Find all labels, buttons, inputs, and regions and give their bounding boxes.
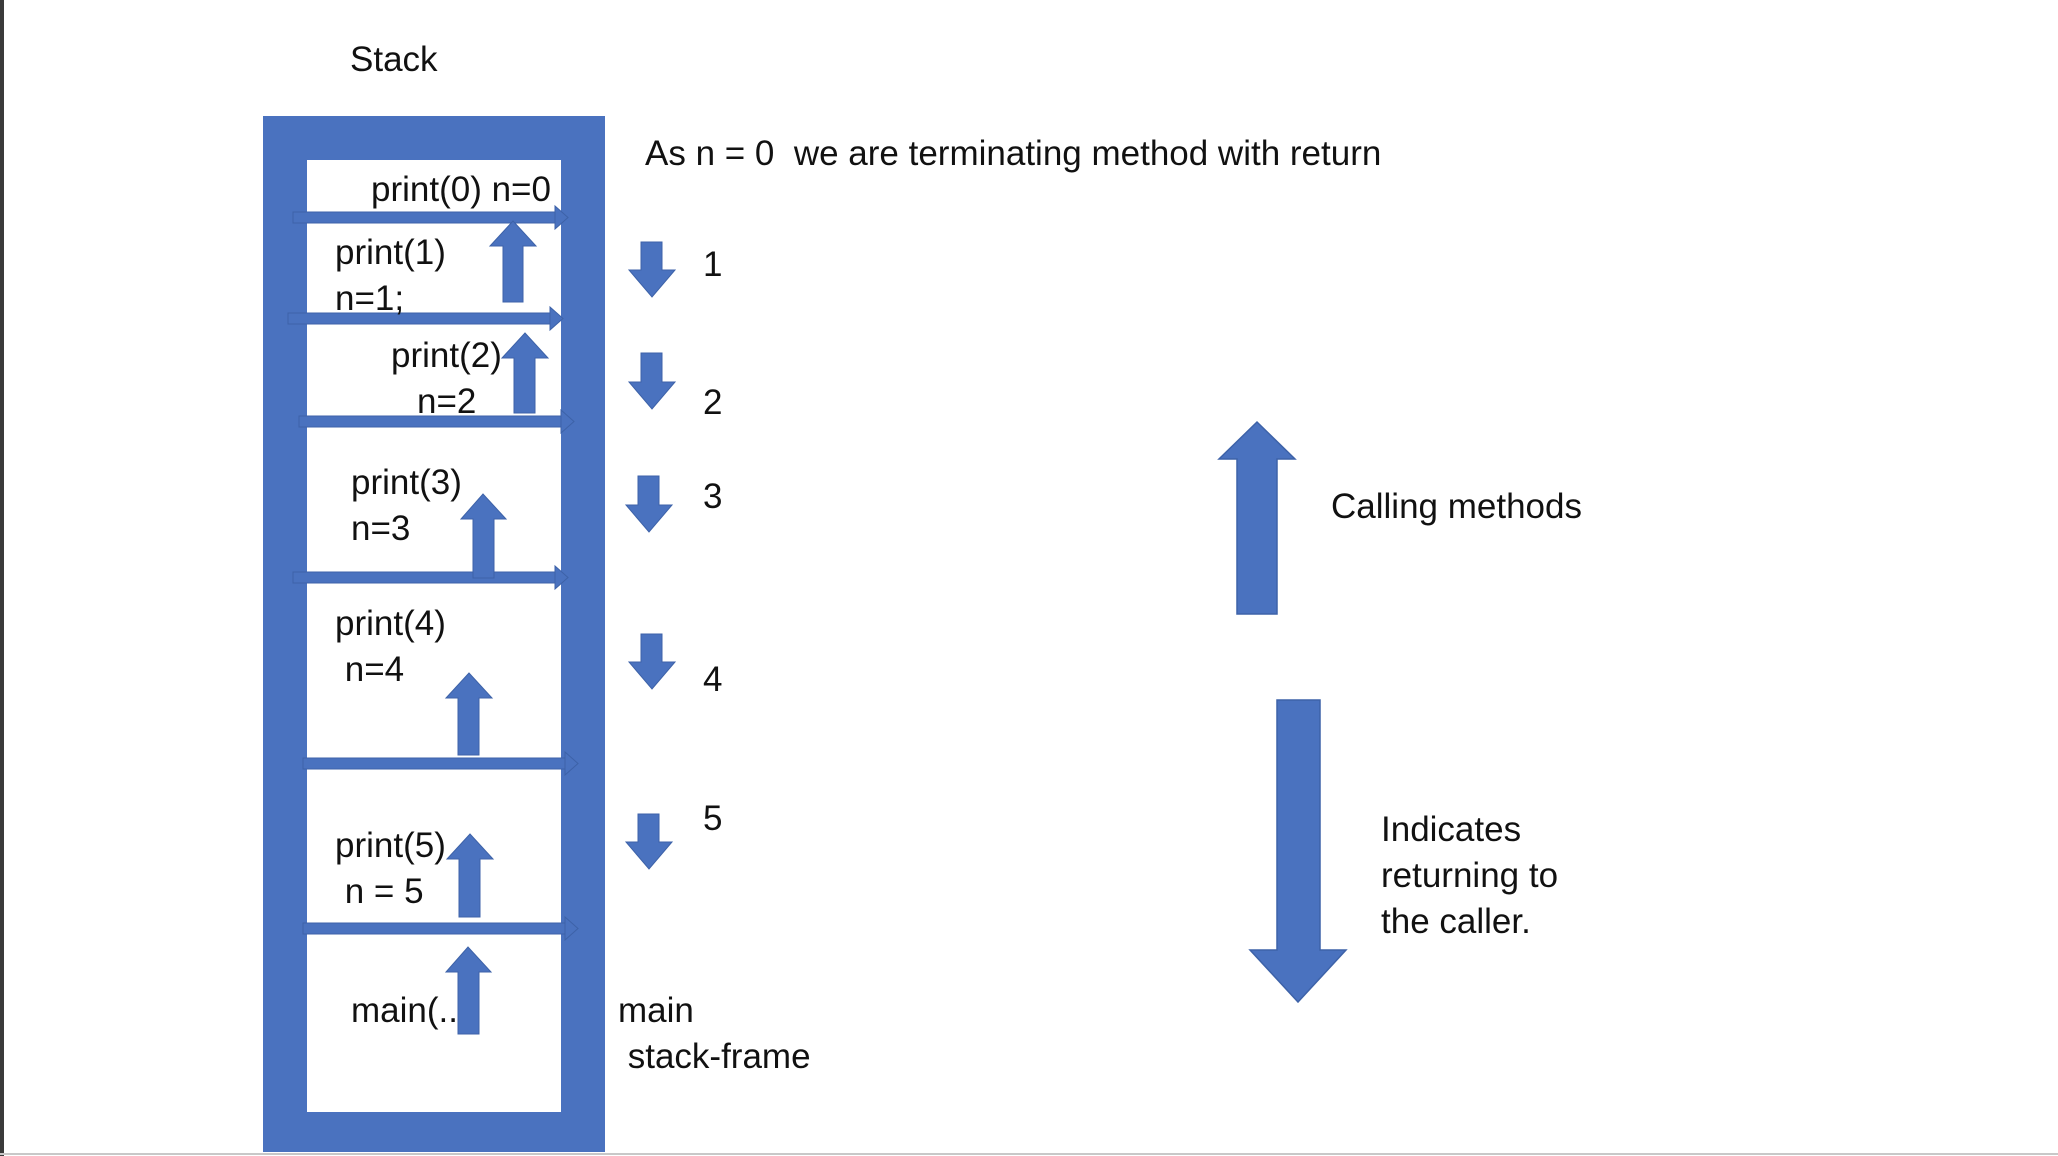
- down-arrow-icon: [627, 633, 677, 690]
- frame-label: n = 5: [335, 872, 424, 911]
- up-arrow-icon: [488, 220, 538, 303]
- frame-label: n=2: [417, 382, 477, 421]
- up-arrow-icon: [459, 493, 508, 579]
- up-arrow-icon: [444, 946, 493, 1035]
- down-arrow-icon: [624, 813, 674, 870]
- step-number: 3: [703, 477, 723, 516]
- step-down-arrows: [624, 241, 677, 870]
- frame-label: n=3: [351, 509, 411, 548]
- legend-returning-label: Indicates: [1381, 810, 1522, 849]
- frame-label: print(3): [351, 463, 462, 502]
- up-arrow-icon: [500, 332, 550, 414]
- frame-separators: [287, 204, 579, 942]
- step-number: 1: [703, 245, 723, 284]
- frame-label: print(5): [335, 826, 446, 865]
- legend-returning-label: the caller.: [1381, 902, 1531, 941]
- legend-calling-label: Calling methods: [1331, 487, 1582, 526]
- frame-call-arrows: [444, 220, 550, 1035]
- separator-5: [302, 915, 579, 942]
- frame-label: print(0) n=0: [371, 170, 551, 209]
- step-number: 2: [703, 383, 723, 422]
- separator-0: [292, 204, 569, 231]
- frame-label: n=1;: [335, 279, 405, 318]
- stack-title: Stack: [350, 40, 438, 79]
- frame-label: main(..: [351, 991, 458, 1030]
- frame-label: print(2): [391, 336, 502, 375]
- down-arrow-icon: [627, 352, 677, 410]
- legend-call-arrow: [1217, 420, 1297, 615]
- separator-3: [292, 564, 569, 591]
- main-frame-label: main: [618, 991, 694, 1030]
- termination-note: As n = 0 we are terminating method with …: [645, 134, 1382, 173]
- separator-1: [287, 305, 564, 332]
- up-arrow-icon: [445, 833, 495, 918]
- step-number: 4: [703, 660, 723, 699]
- down-arrow-icon: [1248, 699, 1348, 1004]
- up-arrow-icon: [444, 672, 494, 756]
- main-frame-label: stack-frame: [618, 1037, 811, 1076]
- down-arrow-icon: [624, 475, 674, 533]
- step-number: 5: [703, 799, 723, 838]
- separator-2: [298, 408, 575, 435]
- frame-label: print(1): [335, 233, 446, 272]
- frame-label: n=4: [335, 650, 405, 689]
- legend-returning-label: returning to: [1381, 856, 1559, 895]
- legend-return-arrow: [1248, 699, 1348, 1004]
- bottom-border: [0, 1153, 2058, 1155]
- up-arrow-icon: [1217, 420, 1297, 615]
- separator-4: [302, 750, 579, 777]
- left-border: [0, 0, 4, 1156]
- down-arrow-icon: [627, 241, 677, 298]
- frame-label: print(4): [335, 604, 446, 643]
